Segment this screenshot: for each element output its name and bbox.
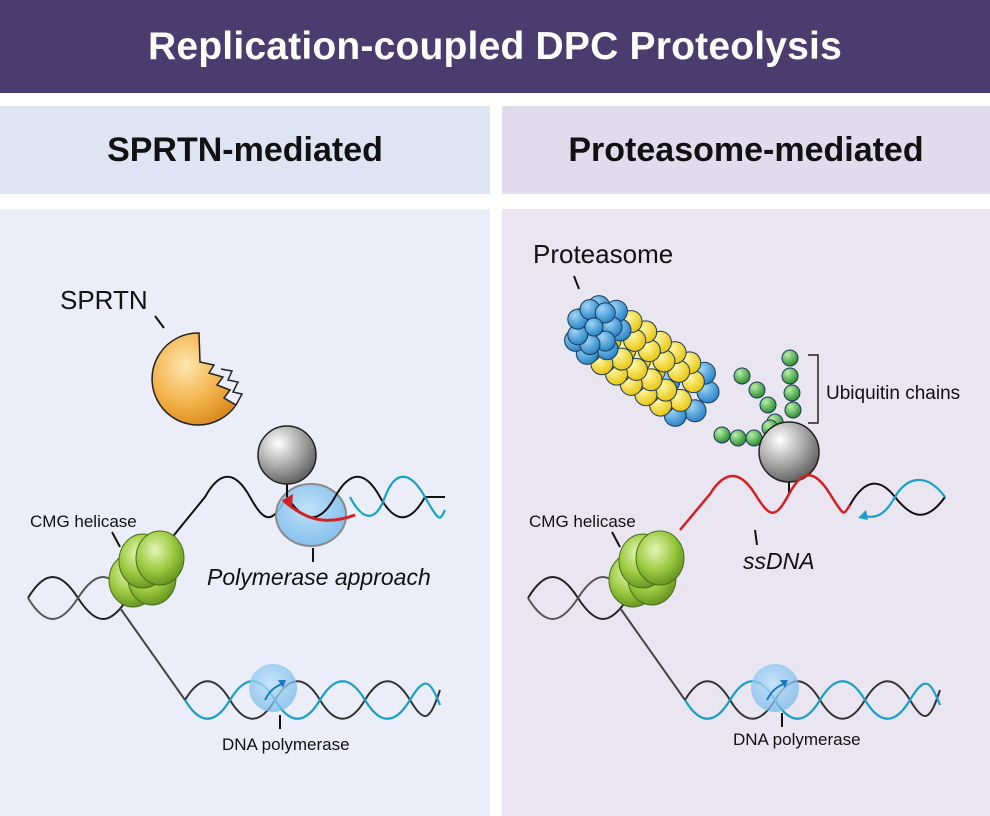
sprtn-panel [0,209,490,816]
lagging-template-right [619,607,686,701]
cmg-helicase-label-right: CMG helicase [529,512,636,531]
duplex-black-right [849,482,946,516]
title-banner: Replication-coupled DPC Proteolysis [0,0,990,93]
duplex-blue-right [861,478,946,518]
ubiquitin-bead [759,396,777,414]
proteasome-complex [564,295,720,427]
pol-arrowhead-right [780,680,788,688]
proteasome-cap-subunit [584,317,604,337]
ubiquitin-bead [783,384,801,402]
sprtn-protease-icon [151,332,238,426]
sprtn-panel-heading: SPRTN-mediated [0,106,490,194]
lagging-duplex-blue [184,680,442,720]
figure-title: Replication-coupled DPC Proteolysis [148,24,842,68]
cmg-helicase-left [108,530,185,608]
lagging-template-strand [119,607,186,701]
leading-template-strand [169,476,288,541]
approaching-polymerase [275,483,347,547]
ubiquitin-bead [748,381,766,399]
proteasome-leader-line [573,275,580,290]
cmg-leader-line-right [611,531,621,548]
ubiquitin-bead [781,349,799,367]
sprtn-leader-line [154,315,165,329]
nascent-strand-red [282,498,356,522]
ubiquitin-bead [733,367,751,385]
dna-polymerase-label-right: DNA polymerase [733,730,861,749]
dna-polymerase-left [249,664,297,712]
cmg-leader-line-left [111,531,121,548]
polymerase-approach-label: Polymerase approach [207,564,431,590]
ssdna-leader-line [754,529,758,546]
sprtn-label: SPRTN [60,285,148,315]
cmg-helicase-right [608,530,685,608]
proteasome-cap-subunit [594,302,616,324]
proteasome-label: Proteasome [533,239,673,269]
lagging-duplex-black [184,680,441,720]
sprtn-jaw-icon [220,368,244,406]
dna-polymerase-label-left: DNA polymerase [222,735,350,754]
pol-arrowhead-left [278,680,286,688]
ubiquitin-chains-label: Ubiquitin chains [826,383,960,404]
dna-protein-crosslink [257,425,317,485]
nascent-arrowhead-right [858,510,868,520]
lagging-duplex-black-right [684,680,941,720]
dna-polymerase-right [751,664,799,712]
ubiquitin-bead [784,401,802,419]
nascent-strand-arrowhead [283,494,293,506]
ssdna-label: ssDNA [743,548,815,574]
ubiquitin-bead [729,429,747,447]
lagging-duplex-blue-right [684,680,942,720]
ssdna-strand [679,474,852,531]
cmg-helicase-label-left: CMG helicase [30,512,137,531]
ubiquitin-bracket [808,354,819,424]
ubiquitin-bead [781,367,799,385]
duplex-blue-strand [349,475,446,519]
ubiquitin-bead [713,426,731,444]
proteasome-panel-heading: Proteasome-mediated [502,106,990,194]
dna-protein-crosslink-right [758,421,820,483]
